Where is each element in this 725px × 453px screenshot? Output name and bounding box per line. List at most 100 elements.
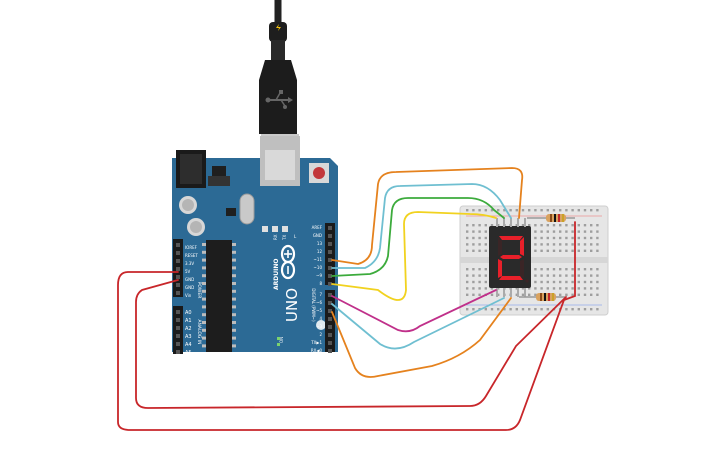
hole [565,209,568,212]
hole [559,268,562,271]
rx-label: RX [273,234,278,240]
analog-pin-label: A3 [185,334,192,340]
hole [577,308,580,311]
hole [528,293,531,296]
hole [478,230,481,233]
hole [202,266,206,270]
hole [176,291,180,295]
hole [552,230,556,233]
hole [590,224,593,227]
segment-e [498,259,502,278]
hole [176,326,180,330]
hole [472,243,475,246]
hole [202,250,206,254]
hole [565,308,568,311]
hole [590,293,593,296]
hole [484,308,487,311]
digital-pin-label: AREF [312,225,323,230]
hole [546,224,549,227]
hole [472,224,475,227]
hole [497,224,500,227]
hole [328,250,332,254]
resistor-top [527,214,575,222]
segment-c [520,259,524,278]
hole [596,243,599,246]
hole [540,268,543,271]
hole [472,287,475,290]
power-pin-label: RESET [185,253,198,258]
hole [590,230,593,233]
hole [232,250,236,254]
hole [534,249,537,252]
hole [328,274,332,278]
hole [571,230,574,233]
hole [565,287,568,290]
hole [583,243,587,246]
hole [478,209,481,212]
hole [583,280,587,284]
hole [546,287,549,290]
segment-b [520,237,524,256]
hole [328,341,332,345]
hole [176,334,180,338]
digital-pin-label: ~5 [316,308,322,313]
reset-button[interactable] [309,163,329,183]
segment-g [500,255,522,259]
seven-segment-display: 2 [489,218,531,297]
hole [540,274,543,277]
hole [596,293,599,296]
hole [328,333,332,337]
hole [490,287,494,290]
breadboard [459,205,609,316]
hole [478,293,481,296]
hole [534,236,537,240]
digital-pin-label: ~10 [314,265,323,270]
hole [202,305,206,309]
hole [528,209,531,212]
hole [521,224,525,227]
hole [534,224,537,227]
hole [596,209,599,212]
hole [466,287,469,290]
hole [546,249,549,252]
hole [328,349,332,353]
hole [484,268,487,271]
l-label: L [294,234,297,239]
hole [472,280,475,284]
on-label: ON [279,337,284,343]
hole [484,236,487,240]
hole [202,328,206,332]
hole [534,274,537,277]
hole [497,287,500,290]
digital-pin-label: 13 [317,241,323,246]
hole [546,236,549,240]
hole [497,293,500,296]
hole [552,243,556,246]
digital-pin-label: ~3 [316,324,322,329]
hole [577,209,580,212]
hole [328,266,332,270]
hole [328,282,332,286]
hole [590,236,593,240]
hole [528,308,531,311]
hole [571,280,574,284]
hole [571,209,574,212]
hole [202,297,206,301]
power-pin-label: 3.3V [185,261,194,266]
hole [202,336,206,340]
hole [559,293,562,296]
hole [521,308,525,311]
hole [232,243,236,246]
digital-pin-label: 12 [317,249,323,254]
hole [466,249,469,252]
hole [484,280,487,284]
usb-icon [265,90,293,109]
analog-pin-label: A4 [185,342,192,348]
hole [503,209,506,212]
hole [577,287,580,290]
power-pin-label: 5V [185,269,191,274]
hole [565,249,568,252]
wire-red-inner [135,279,567,409]
hole [515,308,518,311]
